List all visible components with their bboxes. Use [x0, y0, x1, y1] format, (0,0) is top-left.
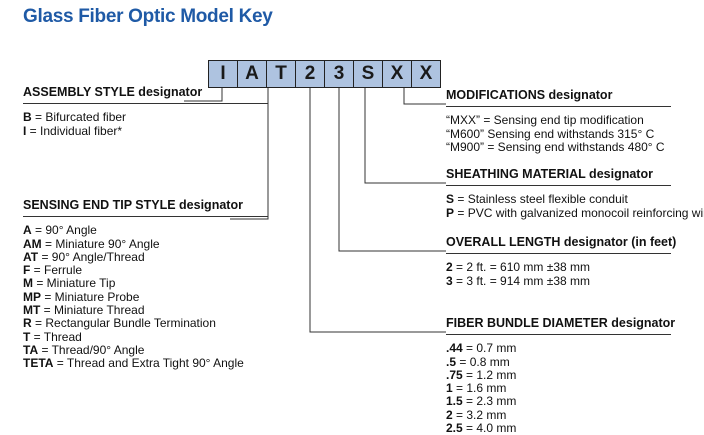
list-item: A = 90° Angle [23, 223, 97, 238]
connector-assembly [184, 88, 223, 102]
connector-tip [230, 88, 269, 220]
list-item: 3 = 3 ft. = 914 mm ±38 mm [446, 273, 590, 288]
diameter-heading: FIBER BUNDLE DIAMETER designator [446, 316, 675, 336]
connector-sheathing [364, 88, 446, 184]
list-item: .5 = 0.8 mm [446, 354, 510, 369]
model-code-boxes: I A T 2 3 S X X [208, 60, 441, 88]
list-item: 2.5 = 4.0 mm [446, 421, 517, 435]
list-item: M = Miniature Tip [23, 276, 116, 291]
list-item: B = Bifurcated fiber [23, 110, 127, 125]
connector-modifications [403, 88, 446, 105]
connector-diameter [309, 88, 446, 333]
list-item: 2 = 2 ft. = 610 mm ±38 mm [446, 260, 590, 275]
list-item: “M600” Sensing end withstands 315° C [446, 126, 655, 141]
tip-heading: SENSING END TIP STYLE designator [23, 198, 268, 218]
list-item: P = PVC with galvanized monocoil reinfor… [446, 205, 704, 220]
diameter-section: FIBER BUNDLE DIAMETER designator .44 = 0… [446, 316, 675, 435]
connector-length [338, 88, 446, 252]
code-box-length: 3 [324, 60, 354, 88]
list-item: 1.5 = 2.3 mm [446, 394, 517, 409]
code-box-mod-2: X [411, 60, 441, 88]
list-item: AM = Miniature 90° Angle [23, 236, 160, 251]
list-item: R = Rectangular Bundle Termination [23, 316, 216, 331]
list-item: S = Stainless steel flexible conduit [446, 192, 628, 207]
modifications-section: MODIFICATIONS designator “MXX” = Sensing… [446, 88, 671, 154]
list-item: TETA = Thread and Extra Tight 90° Angle [23, 356, 244, 371]
code-box-sheathing: S [353, 60, 383, 88]
list-item: F = Ferrule [23, 263, 83, 278]
code-box-mod-1: X [382, 60, 412, 88]
assembly-heading: ASSEMBLY STYLE designator [23, 85, 268, 105]
list-item: 2 = 3.2 mm [446, 407, 507, 422]
sheathing-section: SHEATHING MATERIAL designator S = Stainl… [446, 167, 704, 220]
list-item: AT = 90° Angle/Thread [23, 249, 145, 264]
assembly-section: ASSEMBLY STYLE designator B = Bifurcated… [23, 85, 268, 138]
sheathing-heading: SHEATHING MATERIAL designator [446, 167, 671, 187]
page-title: Glass Fiber Optic Model Key [23, 6, 273, 27]
length-section: OVERALL LENGTH designator (in feet) 2 = … [446, 235, 676, 288]
list-item: TA = Thread/90° Angle [23, 342, 145, 357]
list-item: “MXX” = Sensing end tip modification [446, 113, 644, 128]
tip-section: SENSING END TIP STYLE designator A = 90°… [23, 198, 268, 371]
list-item: T = Thread [23, 329, 82, 344]
code-box-diameter: 2 [295, 60, 325, 88]
modifications-heading: MODIFICATIONS designator [446, 88, 671, 108]
code-box-tip-2: T [266, 60, 296, 88]
list-item: 1 = 1.6 mm [446, 381, 507, 396]
list-item: .44 = 0.7 mm [446, 341, 517, 356]
list-item: I = Individual fiber* [23, 123, 123, 138]
length-heading: OVERALL LENGTH designator (in feet) [446, 235, 676, 255]
list-item: MP = Miniature Probe [23, 289, 140, 304]
list-item: MT = Miniature Thread [23, 303, 145, 318]
list-item: .75 = 1.2 mm [446, 367, 517, 382]
list-item: “M900” = Sensing end withstands 480° C [446, 139, 665, 154]
